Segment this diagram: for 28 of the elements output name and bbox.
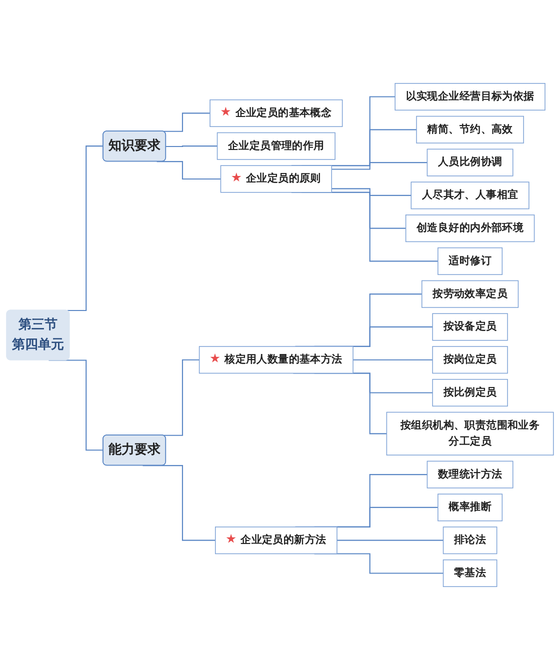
node-box: 企业定员的新方法: [215, 526, 338, 554]
node-box: 按组织机构、职责范围和业务分工定员: [386, 412, 554, 456]
node-box: 概率推断: [438, 494, 503, 522]
node-box: 企业定员管理的作用: [216, 132, 336, 160]
node-box: 适时修订: [438, 247, 503, 275]
node-box: 零基法: [442, 559, 498, 587]
connector: [166, 146, 218, 148]
node-box: 人尽其才、人事相宜: [410, 182, 530, 210]
node-box: 按劳动效率定员: [421, 280, 519, 308]
connector: [142, 465, 216, 541]
node-box: 创造良好的内外部环境: [405, 214, 535, 242]
node-box: 企业定员的原则: [220, 165, 332, 193]
node-box: 按设备定员: [432, 313, 508, 341]
connector: [332, 162, 428, 170]
node-box: 以实现企业经营目标为依据: [394, 83, 546, 111]
node-box: 精简、节约、高效: [416, 116, 524, 144]
connector: [353, 359, 434, 360]
node-box: 按比例定员: [432, 378, 508, 406]
connector: [156, 161, 222, 180]
node-box: 排论法: [442, 526, 498, 554]
node-box: 数理统计方法: [426, 460, 514, 488]
node-box: 人员比例协调: [426, 148, 514, 176]
connector: [332, 188, 412, 196]
connector: [48, 360, 104, 451]
node-box: 核定用人数量的基本方法: [198, 346, 354, 374]
node-box: 按岗位定员: [432, 346, 508, 374]
connector: [336, 540, 444, 541]
node-box: 企业定员的基本概念: [210, 99, 343, 127]
